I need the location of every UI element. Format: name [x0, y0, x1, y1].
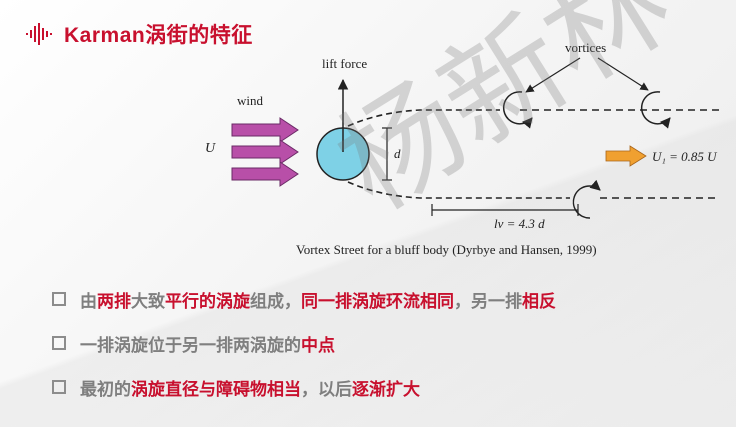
sound-wave-icon — [26, 23, 52, 45]
bullet-segment: 组成， — [250, 291, 301, 311]
wind-arrow-top — [231, 117, 299, 143]
wind-arrow-middle — [231, 139, 299, 165]
lift-force-label: lift force — [322, 56, 367, 71]
wind-label: wind — [237, 93, 264, 108]
bullet-segment: 大致 — [131, 291, 165, 311]
bullet-segment: 一排涡旋位于另一排两涡旋的 — [80, 335, 301, 355]
bullet-segment: 同一排涡旋环流相同 — [301, 291, 454, 311]
vortex-lower-1 — [572, 179, 601, 219]
vortices-leader-right — [597, 57, 649, 91]
wind-arrows — [231, 117, 299, 187]
vortices-label: vortices — [565, 40, 606, 55]
bullet-item: 一排涡旋位于另一排两涡旋的中点 — [52, 331, 732, 356]
bullet-segment: ，另一排 — [454, 291, 522, 311]
vortex-upper-1 — [502, 91, 533, 129]
vortex-upper-2 — [640, 91, 671, 129]
vortex-street-diagram: wind U lift force d vortices lv = 4.3 d — [205, 40, 720, 231]
bullet-text-2: 一排涡旋位于另一排两涡旋的中点 — [80, 331, 335, 356]
bullet-item: 由两排大致平行的涡旋组成，同一排涡旋环流相同，另一排相反 — [52, 287, 732, 312]
diameter-marker — [382, 127, 392, 181]
page-title: Karman涡街的特征 — [64, 24, 253, 47]
bullet-text-1: 由两排大致平行的涡旋组成，同一排涡旋环流相同，另一排相反 — [80, 287, 556, 312]
bullet-list: 由两排大致平行的涡旋组成，同一排涡旋环流相同，另一排相反 一排涡旋位于另一排两涡… — [52, 288, 732, 420]
u-label: U — [205, 141, 216, 156]
downstream-flow-arrow — [605, 145, 647, 167]
lower-shear-layer — [347, 181, 570, 199]
square-bullet-icon — [52, 336, 66, 350]
square-bullet-icon — [52, 292, 66, 306]
bullet-segment: 逐渐扩大 — [352, 379, 420, 399]
square-bullet-icon — [52, 380, 66, 394]
bullet-segment: 中点 — [301, 335, 335, 355]
lv-label: lv = 4.3 d — [494, 216, 545, 231]
vortices-leader-left — [525, 57, 581, 93]
bullet-segment: 相反 — [522, 291, 556, 311]
d-label: d — [394, 146, 401, 161]
bullet-segment: 最初的 — [80, 379, 131, 399]
figure-caption: Vortex Street for a bluff body (Dyrbye a… — [296, 242, 597, 257]
bullet-segment: 涡旋直径与障碍物相当 — [131, 379, 301, 399]
bullet-segment: 由 — [80, 291, 97, 311]
bullet-item: 最初的涡旋直径与障碍物相当，以后逐渐扩大 — [52, 375, 732, 400]
wind-arrow-bottom — [231, 161, 299, 187]
bullet-segment: 两排 — [97, 291, 131, 311]
bullet-segment: ，以后 — [301, 379, 352, 399]
title-row: Karman涡街的特征 — [26, 20, 253, 48]
upper-shear-layer — [347, 109, 500, 127]
u1-label: U₁ = 0.85 U — [652, 149, 718, 164]
bullet-segment: 平行的涡旋 — [165, 291, 250, 311]
bullet-text-3: 最初的涡旋直径与障碍物相当，以后逐渐扩大 — [80, 375, 420, 400]
